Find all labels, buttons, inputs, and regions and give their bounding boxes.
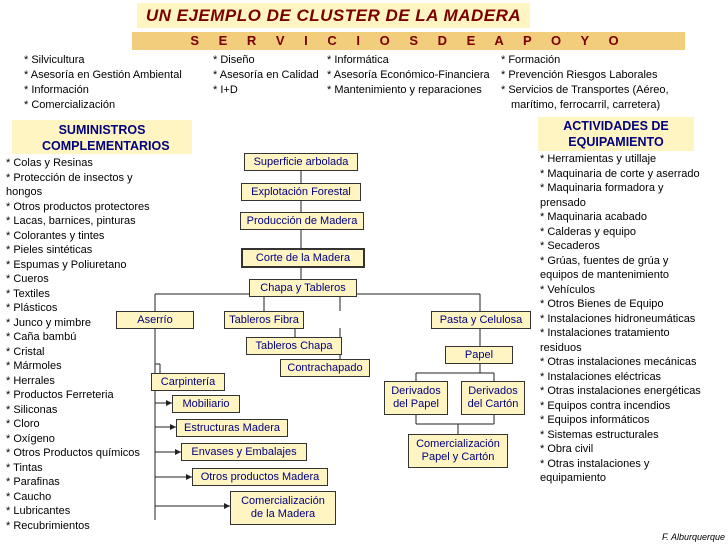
node-corte-madera: Corte de la Madera [241,248,365,268]
equipamiento-item: * Vehículos [540,283,596,296]
suministro-item: * Espumas y Poliuretano [6,258,127,271]
node-chapa-tableros: Chapa y Tableros [249,279,357,297]
node-comercializacion-papel: Comercialización Papel y Cartón [408,434,508,468]
servicio-item: * Informática [327,54,389,66]
equipamiento-item: * Otros Bienes de Equipo [540,298,664,310]
suministro-item: * Caucho [6,490,52,503]
equipamiento-item: * Grúas, fuentes de grúa y [540,254,669,267]
suministro-item: * Recubrimientos [6,519,90,532]
suministro-item: * Colas y Resinas [6,157,93,169]
node-produccion-madera: Producción de Madera [240,212,364,230]
servicio-item: * I+D [213,84,238,96]
equipamiento-item: * Sistemas estructurales [540,428,659,441]
servicio-item: * Asesoría en Gestión Ambiental [24,69,182,81]
suministro-item: * Otros Productos químicos [6,447,140,459]
suministro-item: * Pieles sintéticas [6,244,93,256]
node-comercializacion-madera: Comercialización de la Madera [230,491,336,525]
suministro-item: * Cueros [6,273,49,285]
suministro-item: hongos [6,186,43,198]
servicio-item: * Comercialización [24,99,116,111]
suministro-item: * Siliconas [6,403,58,416]
equipamiento-item: * Maquinaria acabado [540,211,648,223]
suministro-item: * Colorantes y tintes [6,229,105,242]
equipamiento-item: residuos [540,341,582,354]
servicios-column-4: * Formación * Prevención Riesgos Laborale… [501,53,669,113]
equipamiento-item: * Equipos contra incendios [540,399,671,412]
servicio-item: * Prevención Riesgos Laborales [501,69,658,81]
equipamiento-item: prensado [540,196,586,209]
node-derivados-carton: Derivados del Cartón [461,381,525,415]
node-tableros-fibra: Tableros Fibra [224,311,304,329]
suministro-item: * Oxígeno [6,432,55,445]
servicios-header: S E R V I C I O S D E A P O Y O [132,32,685,50]
suministro-item: * Caña bambú [6,331,77,343]
suministros-header: SUMINISTROS COMPLEMENTARIOS [12,120,192,154]
page-title: UN EJEMPLO DE CLUSTER DE LA MADERA [137,3,530,28]
node-otros-productos: Otros productos Madera [192,468,328,486]
equipamiento-item: * Otras instalaciones y [540,457,650,470]
equipamiento-item: * Obra civil [540,443,594,455]
suministro-item: * Lacas, barnices, pinturas [6,215,136,227]
node-explotacion-forestal: Explotación Forestal [241,183,361,201]
equipamiento-item: * Instalaciones eléctricas [540,370,662,383]
servicio-item: marítimo, ferrocarril, carretera) [511,99,661,111]
equipamiento-item: * Instalaciones tratamiento [540,327,670,339]
equipamiento-list: * Herramientas y utillaje * Maquinaria de… [540,152,701,486]
servicio-item: * Asesoría en Calidad [213,69,319,81]
node-aserrio: Aserrío [116,311,194,329]
servicio-item: * Formación [501,54,561,66]
node-envases-embalajes: Envases y Embalajes [181,443,307,461]
servicio-item: * Asesoría Económico-Financiera [327,69,490,81]
equipamiento-item: * Maquinaria formadora y [540,182,664,194]
servicio-item: * Silvicultura [24,54,85,66]
node-derivados-papel: Derivados del Papel [384,381,448,415]
suministro-item: * Mármoles [6,360,62,372]
equipamiento-header: ACTIVIDADES DE EQUIPAMIENTO [538,117,694,151]
servicio-item: * Servicios de Transportes (Aéreo, [501,84,669,96]
suministro-item: * Cristal [6,345,45,358]
suministro-item: * Textiles [6,287,50,300]
node-tableros-chapa: Tableros Chapa [246,337,342,355]
servicio-item: * Diseño [213,54,255,66]
node-estructuras-madera: Estructuras Madera [176,419,288,437]
node-pasta-celulosa: Pasta y Celulosa [431,311,531,329]
author-credit: F. Alburquerque [661,532,725,542]
node-papel: Papel [445,346,513,364]
suministro-item: * Otros productos protectores [6,200,150,213]
suministro-item: * Protección de insectos y [6,171,133,184]
suministros-list: * Colas y Resinas * Protección de insecto… [6,156,150,533]
suministro-item: * Lubricantes [6,505,71,517]
equipamiento-item: * Instalaciones hidroneumáticas [540,312,696,325]
equipamiento-item: * Otras instalaciones energéticas [540,385,701,397]
suministro-item: * Junco y mimbre [6,316,91,329]
node-contrachapado: Contrachapado [280,359,370,377]
equipamiento-item: * Maquinaria de corte y aserrado [540,167,700,180]
servicios-column-2: * Diseño * Asesoría en Calidad * I+D [213,53,319,98]
servicio-item: * Información [24,84,89,96]
suministro-item: * Cloro [6,418,40,430]
equipamiento-item: * Secaderos [540,240,600,252]
equipamiento-item: equipos de mantenimiento [540,269,670,281]
servicios-column-1: * Silvicultura * Asesoría en Gestión Ambi… [24,53,182,113]
suministro-item: * Plásticos [6,302,58,314]
equipamiento-item: equipamiento [540,472,607,484]
node-carpinteria: Carpintería [151,373,225,391]
suministro-item: * Parafinas [6,476,60,488]
equipamiento-item: * Calderas y equipo [540,225,637,238]
equipamiento-item: * Herramientas y utillaje [540,153,657,165]
equipamiento-item: * Otras instalaciones mecánicas [540,356,697,368]
node-superficie-arbolada: Superficie arbolada [244,153,358,171]
servicios-column-3: * Informática * Asesoría Económico-Financ… [327,53,490,98]
node-mobiliario: Mobiliario [172,395,240,413]
suministro-item: * Tintas [6,461,43,474]
suministro-item: * Herrales [6,374,55,387]
suministro-item: * Productos Ferreteria [6,389,114,401]
servicio-item: * Mantenimiento y reparaciones [327,84,482,96]
equipamiento-item: * Equipos informáticos [540,414,650,426]
